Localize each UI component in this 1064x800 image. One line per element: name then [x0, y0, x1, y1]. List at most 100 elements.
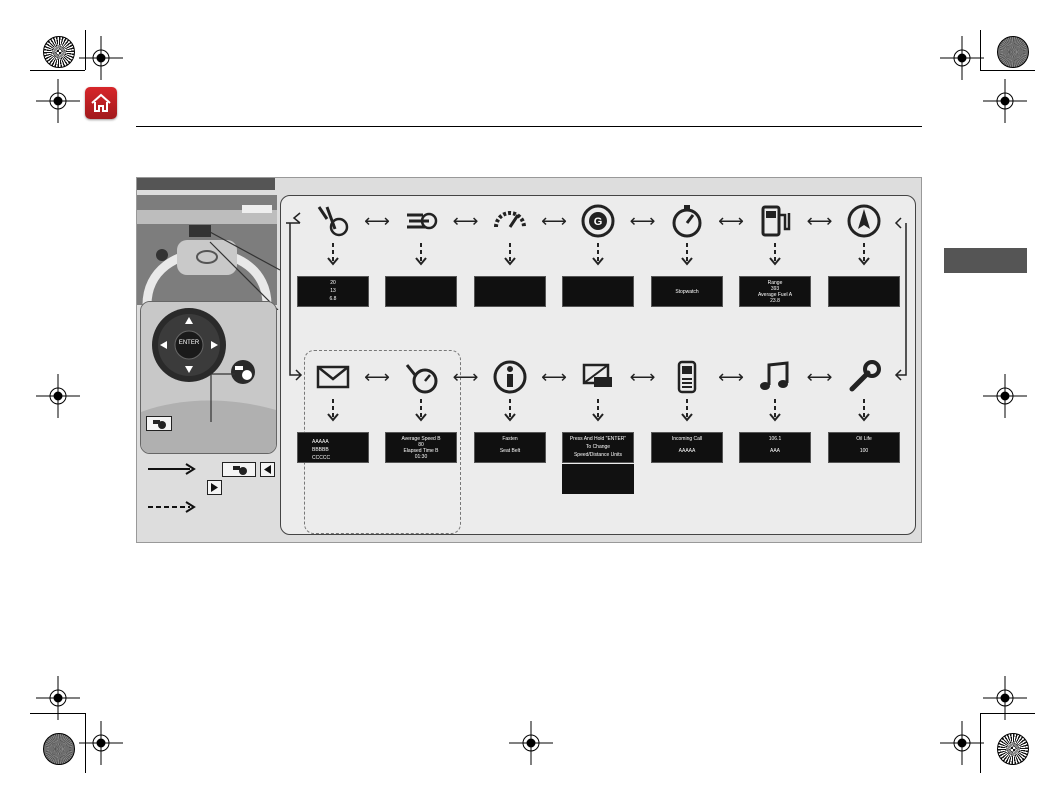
- dashed-arrow-icon: [592, 243, 604, 274]
- screen-text: Stopwatch: [675, 289, 699, 295]
- dashed-arrow-icon: [415, 243, 427, 274]
- display-settings-icon: [578, 357, 618, 397]
- screen-text: Speed/Distance Units: [573, 452, 623, 458]
- bidirectional-arrow-icon: ⟷: [364, 211, 390, 231]
- screen-text: 80: [418, 442, 424, 448]
- screen-text: 100: [859, 448, 869, 454]
- steering-assist-icon: [313, 201, 353, 241]
- screen-text: Fasten: [502, 436, 518, 442]
- svg-text:G: G: [594, 216, 603, 228]
- display-info-button-icon[interactable]: [146, 416, 172, 431]
- music-note-icon: [755, 357, 795, 397]
- left-arrow-button-icon[interactable]: [260, 462, 275, 477]
- dashed-arrow-icon: [592, 399, 604, 430]
- registration-sunburst-icon: [43, 36, 75, 68]
- display-settings-extra-screen: [562, 464, 634, 494]
- turbo-boost-icon: [401, 201, 441, 241]
- dashed-arrow-icon: [769, 399, 781, 430]
- message-row: CCCCC: [312, 455, 331, 461]
- screen-text: 393: [770, 286, 780, 292]
- dashed-arrow-icon: [858, 399, 870, 430]
- screen-text: Elapsed Time B: [403, 448, 439, 454]
- speedometer-gauge-icon: [490, 201, 530, 241]
- registration-sunburst-icon: [997, 733, 1029, 765]
- display-screen: [828, 276, 900, 307]
- right-triangle-icon: [211, 341, 218, 349]
- bidirectional-arrow-icon: ⟷: [718, 211, 744, 231]
- wrench-maintenance-icon: [844, 357, 884, 397]
- bidirectional-arrow-icon: ⟷: [806, 211, 833, 231]
- steering-wheel-illustration: [137, 195, 277, 305]
- right-arrow-button-icon[interactable]: [207, 480, 222, 495]
- dashed-arrow-icon: [415, 399, 427, 430]
- message-row: AAAAA: [312, 439, 329, 445]
- display-screen: [385, 276, 457, 307]
- mobile-phone-icon: [667, 357, 707, 397]
- down-triangle-icon: [185, 366, 193, 373]
- registration-sunburst-icon: [997, 36, 1029, 68]
- left-triangle-icon: [160, 341, 167, 349]
- dashed-arrow-icon: [148, 501, 196, 513]
- enter-label[interactable]: ENTER: [178, 340, 200, 346]
- home-icon[interactable]: [85, 87, 117, 119]
- bidirectional-arrow-icon: ⟷: [629, 211, 656, 231]
- dashed-arrow-icon: [681, 399, 693, 430]
- screen-text: Average Speed B: [401, 436, 441, 442]
- display-info-button-icon[interactable]: [222, 462, 256, 477]
- display-screen: Stopwatch: [651, 276, 723, 307]
- up-triangle-icon: [185, 317, 193, 324]
- display-screen: 20 13 6.8: [297, 276, 369, 307]
- message-row: BBBBB: [312, 447, 329, 453]
- registration-sunburst-icon: [43, 733, 75, 765]
- screen-text: 01:30: [414, 454, 428, 460]
- solid-arrow-icon: [148, 463, 196, 475]
- dashed-arrow-icon: [858, 243, 870, 274]
- bidirectional-arrow-icon: ⟷: [541, 367, 567, 387]
- dashed-arrow-icon: [681, 243, 693, 274]
- flow-connector-lines: [286, 212, 907, 381]
- screen-text: Average Fuel A: [757, 292, 793, 298]
- screen-text: To Change: [585, 444, 611, 450]
- bidirectional-arrow-icon: ⟷: [541, 211, 567, 231]
- dashed-arrow-icon: [327, 243, 339, 274]
- screen-text: 20: [330, 280, 336, 286]
- bidirectional-arrow-icon: ⟷: [718, 367, 744, 387]
- screen-text: Range: [767, 280, 783, 286]
- zoom-callout-lines: [209, 231, 281, 310]
- chapter-tab[interactable]: [944, 248, 1027, 273]
- fuel-pump-icon: [755, 201, 795, 241]
- display-screen: [474, 276, 546, 307]
- header-rule: [136, 126, 922, 127]
- bidirectional-arrow-icon: ⟷: [452, 367, 479, 387]
- screen-text: Press And Hold "ENTER": [569, 436, 627, 442]
- information-icon: [490, 357, 530, 397]
- bidirectional-arrow-icon: ⟷: [629, 367, 656, 387]
- navigation-compass-icon: [844, 201, 884, 241]
- trip-timer-icon: [401, 357, 441, 397]
- home-glyph-icon: [91, 93, 111, 112]
- bidirectional-arrow-icon: ⟷: [452, 211, 479, 231]
- figure-label-bar: [137, 178, 275, 190]
- bidirectional-arrow-icon: ⟷: [364, 367, 390, 387]
- screen-text: AAAAA: [678, 448, 696, 454]
- screen-text: Seat Belt: [499, 448, 521, 454]
- screen-text: Incoming Call: [671, 436, 703, 442]
- g-force-icon: G: [578, 201, 618, 241]
- bidirectional-arrow-icon: ⟷: [806, 367, 833, 387]
- screen-text: 13: [330, 288, 336, 294]
- dashed-arrow-icon: [504, 399, 516, 430]
- message-envelope-icon: [313, 357, 353, 397]
- screen-text: 6.8: [329, 296, 337, 302]
- control-inset: ENTER: [140, 301, 277, 454]
- dashed-arrow-icon: [327, 399, 339, 430]
- stopwatch-icon: [667, 201, 707, 241]
- screen-text: 106.1: [768, 436, 782, 442]
